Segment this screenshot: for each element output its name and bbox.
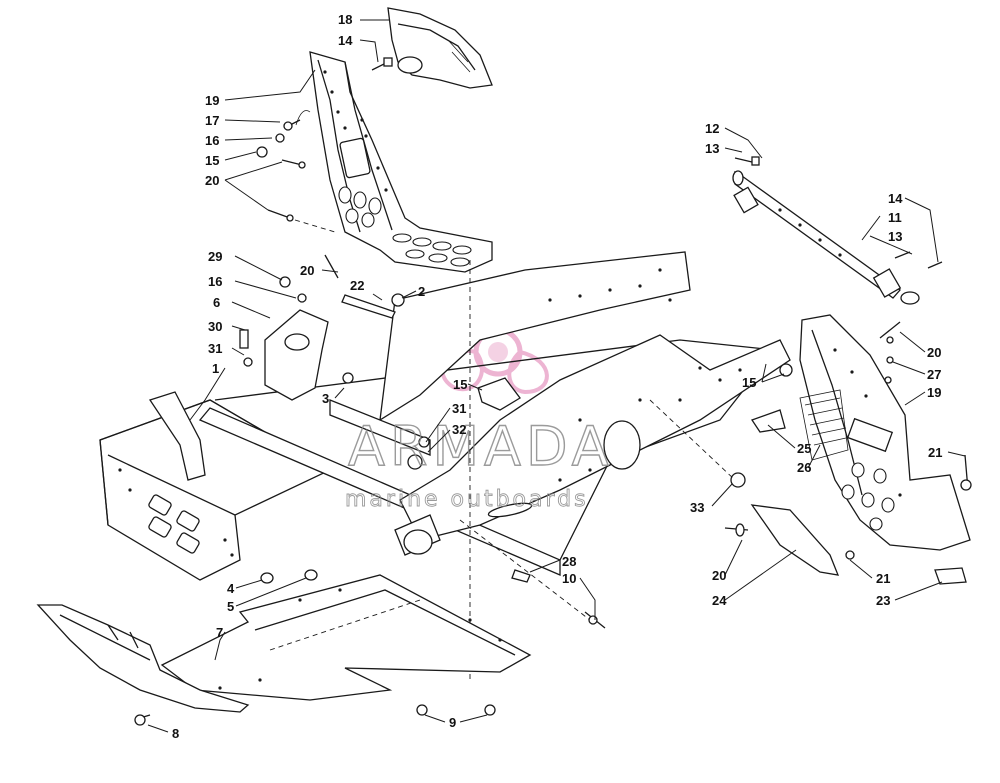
callout-17: 17 [205, 113, 219, 128]
callout-20: 20 [205, 173, 219, 188]
callout-32: 32 [452, 422, 466, 437]
handlebar-pad [387, 7, 493, 89]
callout-6: 6 [213, 295, 220, 310]
callout-21: 21 [928, 445, 942, 460]
callout-30: 30 [208, 319, 222, 334]
callout-8: 8 [172, 726, 179, 741]
watermark-tagline: marine outboards [345, 487, 589, 512]
upper-steering-support [309, 51, 493, 273]
callout-4: 4 [227, 581, 235, 596]
callout-22: 22 [350, 278, 364, 293]
callout-28: 28 [562, 554, 576, 569]
upper-hardware [256, 57, 393, 233]
callout-13: 13 [888, 229, 902, 244]
callout-14: 14 [888, 191, 903, 206]
callout-1: 1 [212, 361, 219, 376]
callout-31: 31 [208, 341, 222, 356]
callout-labels: 18 14 19 17 16 15 20 29 16 6 30 31 20 22… [172, 12, 942, 741]
callout-18: 18 [338, 12, 352, 27]
belly-pan [160, 574, 532, 701]
watermark-text: ARMADA marine outboards [345, 414, 614, 512]
callout-15: 15 [742, 375, 756, 390]
callout-16: 16 [208, 274, 222, 289]
callout-19: 19 [927, 385, 941, 400]
callout-3: 3 [322, 391, 329, 406]
steering-post [732, 170, 920, 305]
callout-2: 2 [418, 284, 425, 299]
callout-33: 33 [690, 500, 704, 515]
callout-15: 15 [453, 377, 467, 392]
callout-16: 16 [205, 133, 219, 148]
right-steering-support [799, 314, 971, 551]
callout-20: 20 [300, 263, 314, 278]
callout-20: 20 [927, 345, 941, 360]
callout-11: 11 [888, 210, 902, 225]
callout-13: 13 [705, 141, 719, 156]
callout-12: 12 [705, 121, 719, 136]
callout-23: 23 [876, 593, 890, 608]
callout-9: 9 [449, 715, 456, 730]
callout-25: 25 [797, 441, 811, 456]
watermark-brand: ARMADA [348, 415, 614, 478]
skid-plate [36, 604, 496, 726]
callout-31: 31 [452, 401, 466, 416]
callout-leaders [147, 19, 966, 733]
main-frame [99, 251, 791, 680]
callout-19: 19 [205, 93, 219, 108]
callout-14: 14 [338, 33, 353, 48]
callout-21: 21 [876, 571, 890, 586]
callout-15: 15 [205, 153, 219, 168]
callout-26: 26 [797, 460, 811, 475]
callout-27: 27 [927, 367, 941, 382]
frame-hardware [239, 254, 606, 629]
callout-5: 5 [227, 599, 234, 614]
callout-29: 29 [208, 249, 222, 264]
callout-24: 24 [712, 593, 727, 608]
callout-20: 20 [712, 568, 726, 583]
callout-10: 10 [562, 571, 576, 586]
right-hardware [724, 156, 972, 585]
callout-7: 7 [216, 625, 223, 640]
